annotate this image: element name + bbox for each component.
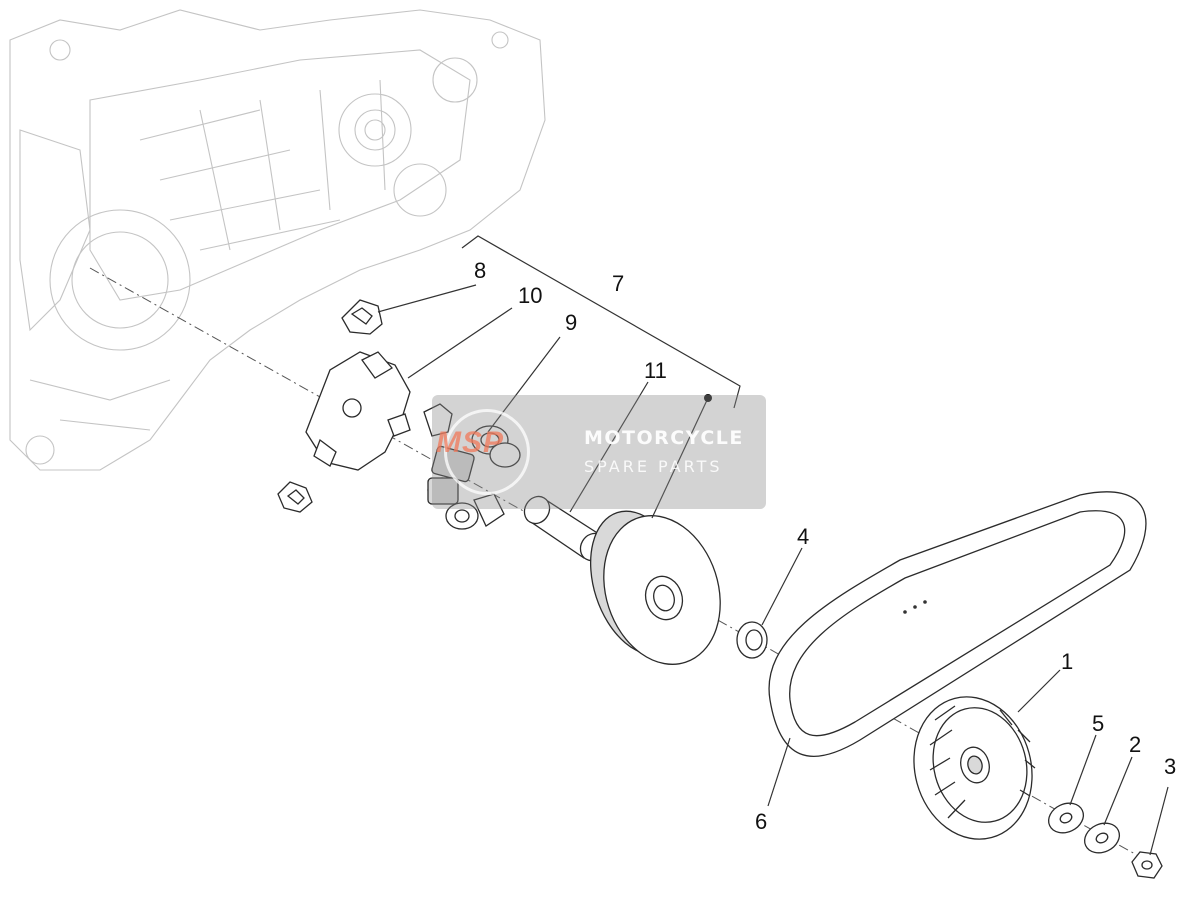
watermark-line-2: SPARE PARTS bbox=[584, 457, 723, 476]
engine-casing bbox=[9, 9, 546, 471]
callout-2: 2 bbox=[1129, 732, 1141, 757]
callout-3: 3 bbox=[1164, 754, 1176, 779]
callout-11: 11 bbox=[644, 358, 667, 383]
part-2-spring-washer bbox=[1083, 822, 1121, 854]
part-5-washer bbox=[1047, 802, 1085, 834]
callout-5: 5 bbox=[1092, 711, 1104, 736]
watermark-banner: MSP MOTORCYCLE SPARE PARTS bbox=[432, 395, 766, 509]
callout-labels: 1 2 3 4 5 6 7 8 9 10 11 bbox=[474, 258, 1176, 834]
watermark-line-1: MOTORCYCLE bbox=[584, 427, 744, 449]
callout-8: 8 bbox=[474, 258, 486, 283]
callout-4: 4 bbox=[797, 524, 809, 549]
watermark-globe-icon bbox=[444, 409, 530, 495]
part-8-slider-lower bbox=[277, 481, 313, 513]
part-4-spacer bbox=[736, 621, 768, 659]
callout-7: 7 bbox=[612, 271, 624, 296]
callout-9: 9 bbox=[565, 310, 577, 335]
leader-lines bbox=[377, 235, 1169, 856]
part-7-drive-pulley bbox=[589, 510, 721, 665]
part-10-ramp-plate bbox=[305, 351, 411, 471]
part-3-nut bbox=[1131, 851, 1163, 879]
part-8-slider bbox=[341, 299, 383, 335]
callout-6: 6 bbox=[755, 809, 767, 834]
callout-1: 1 bbox=[1061, 649, 1073, 674]
part-1-fan-pulley bbox=[913, 696, 1036, 840]
callout-10: 10 bbox=[518, 283, 542, 308]
part-6-belt bbox=[768, 491, 1147, 757]
watermark-logo: MSP bbox=[436, 426, 505, 459]
